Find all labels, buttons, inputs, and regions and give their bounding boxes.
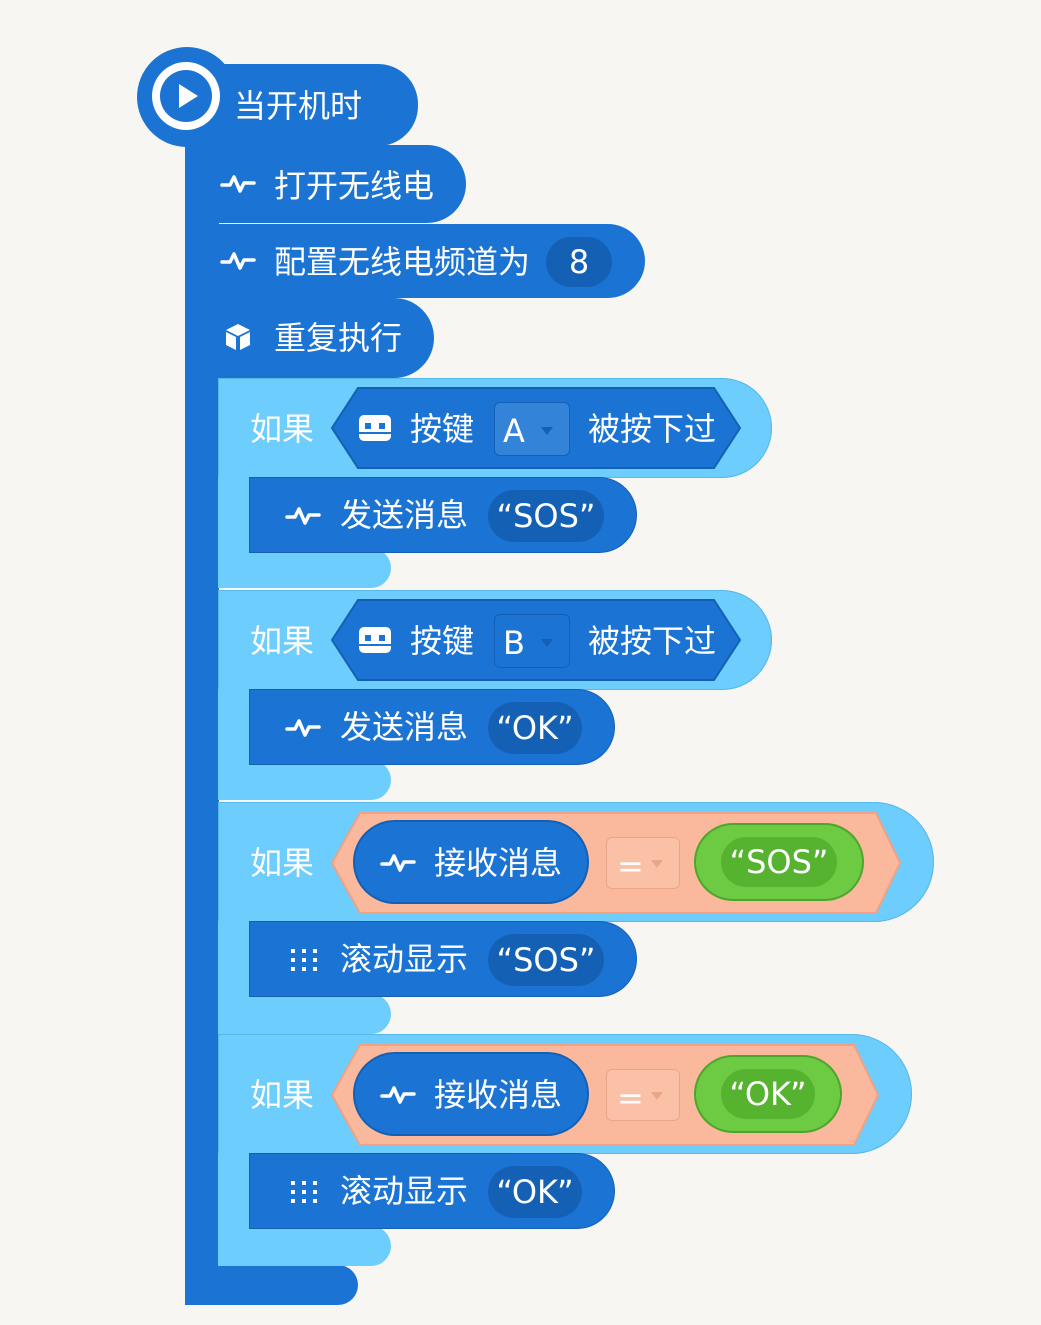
- led-grid-icon: [291, 1181, 317, 1203]
- radio-wave-icon: [220, 175, 256, 193]
- button-dropdown-value: A: [503, 412, 525, 450]
- button-dropdown-value: B: [503, 624, 525, 662]
- radio-group-label: 配置无线电频道为: [274, 243, 531, 281]
- if-block-3-bottom: [218, 994, 391, 1034]
- if-block-1-bottom: [218, 548, 391, 588]
- received-message-reporter[interactable]: [355, 822, 587, 902]
- operator-dropdown[interactable]: =: [606, 1069, 680, 1121]
- chevron-down-icon: [651, 1092, 663, 1100]
- forever-bottom-cap[interactable]: [185, 1265, 358, 1305]
- play-icon-glyph: [160, 70, 212, 122]
- board-icon: [359, 627, 391, 653]
- scroll-text-input[interactable]: “OK”: [488, 1166, 582, 1218]
- play-icon[interactable]: [152, 62, 220, 130]
- scroll-text-label: 滚动显示: [340, 1172, 469, 1210]
- if-label: 如果: [250, 622, 315, 660]
- radio-wave-icon: [380, 854, 416, 872]
- operator-dropdown[interactable]: =: [606, 837, 680, 889]
- radio-on-label: 打开无线电: [274, 167, 435, 205]
- scroll-text-input[interactable]: “SOS”: [488, 934, 604, 986]
- button-dropdown[interactable]: B: [494, 614, 570, 668]
- scroll-text-label: 滚动显示: [340, 940, 469, 978]
- led-grid-icon: [291, 949, 317, 971]
- chevron-down-icon: [541, 639, 553, 647]
- chevron-down-icon: [651, 860, 663, 868]
- if-label: 如果: [250, 1076, 315, 1114]
- if-block-4-bottom: [218, 1226, 391, 1266]
- received-message-reporter[interactable]: [355, 1054, 587, 1134]
- board-icon: [359, 415, 391, 441]
- received-message-label: 接收消息: [434, 1076, 563, 1114]
- radio-wave-icon: [220, 252, 256, 270]
- cube-icon: [226, 324, 250, 350]
- operator-value: =: [617, 1079, 644, 1117]
- message-input[interactable]: “SOS”: [488, 490, 604, 542]
- pressed-label: 被按下过: [588, 622, 717, 660]
- button-label: 按键: [410, 622, 475, 660]
- if-label: 如果: [250, 410, 315, 448]
- send-message-label: 发送消息: [340, 496, 469, 534]
- radio-wave-icon: [380, 1086, 416, 1104]
- if-label: 如果: [250, 844, 315, 882]
- on-start-label: 当开机时: [234, 87, 363, 125]
- chevron-down-icon: [541, 427, 553, 435]
- forever-label: 重复执行: [274, 319, 403, 357]
- radio-wave-icon: [285, 507, 321, 525]
- compare-text-input[interactable]: “OK”: [721, 1069, 815, 1119]
- message-input[interactable]: “OK”: [488, 702, 582, 754]
- pressed-label: 被按下过: [588, 410, 717, 448]
- radio-wave-icon: [285, 719, 321, 737]
- radio-group-input[interactable]: 8: [546, 237, 612, 287]
- send-message-label: 发送消息: [340, 708, 469, 746]
- button-label: 按键: [410, 410, 475, 448]
- compare-text-input[interactable]: “SOS”: [721, 837, 837, 887]
- operator-value: =: [617, 847, 644, 885]
- button-dropdown[interactable]: A: [494, 402, 570, 456]
- received-message-label: 接收消息: [434, 844, 563, 882]
- if-block-2-bottom: [218, 760, 391, 800]
